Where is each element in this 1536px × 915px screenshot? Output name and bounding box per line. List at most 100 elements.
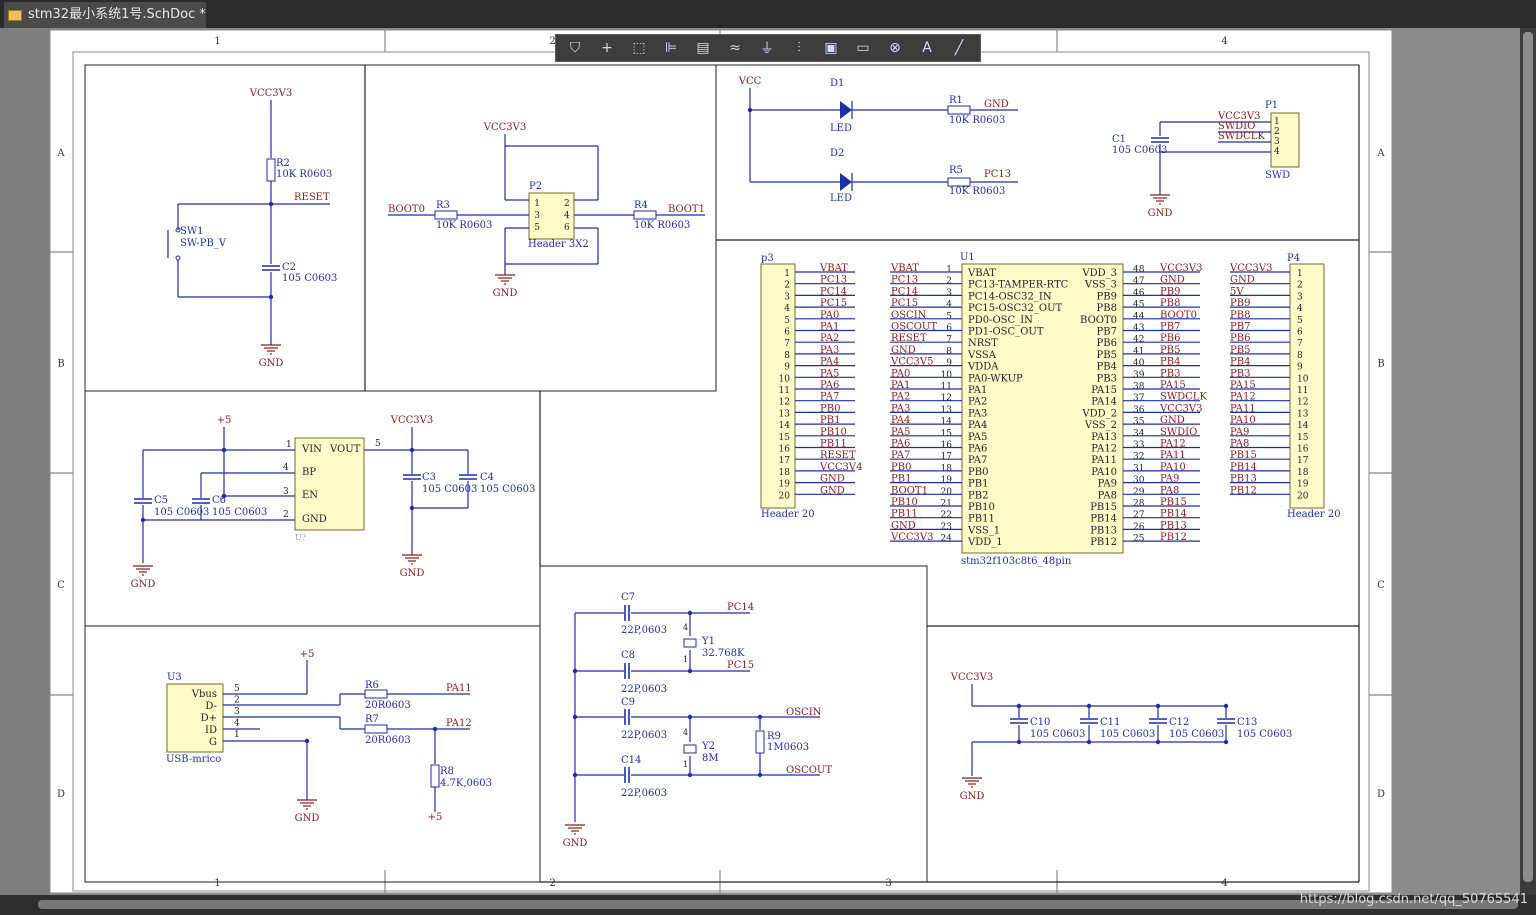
u1-right-pin: VDD_2 bbox=[1081, 408, 1117, 419]
p4-pin: 17 bbox=[1297, 456, 1309, 466]
usb-pin: Vbus bbox=[191, 689, 217, 700]
u1-right-pinnum: 35 bbox=[1133, 417, 1145, 427]
port-tool-button[interactable]: ▭ bbox=[848, 36, 878, 60]
u1-left-pinnum: 10 bbox=[941, 370, 953, 380]
u1-right-pinnum: 32 bbox=[1133, 452, 1144, 462]
u1-left-net: PA5 bbox=[891, 427, 910, 438]
filter-tool-icon: ⛉ bbox=[569, 40, 581, 56]
u1-right-net: PA12 bbox=[1160, 439, 1186, 450]
schematic-sheet[interactable]: 11223344AABBCCDDVCC3V3R210K R0603RESETSW… bbox=[49, 29, 1393, 894]
c6-ref: C6 bbox=[212, 495, 226, 506]
u1-left-net: PC13 bbox=[891, 275, 918, 286]
decoupling-cap-ref: C11 bbox=[1100, 717, 1120, 728]
u1-right-pinnum: 30 bbox=[1133, 476, 1145, 486]
c5-ref: C5 bbox=[154, 495, 168, 506]
p3-net: PC13 bbox=[820, 275, 847, 286]
p3-pin: 19 bbox=[779, 480, 791, 490]
tab-schdoc[interactable]: stm32最小系统1号.SchDoc * bbox=[4, 2, 206, 28]
add-tool-button[interactable]: + bbox=[592, 36, 622, 60]
p2-header bbox=[528, 192, 575, 240]
p3-pin: 14 bbox=[779, 421, 791, 431]
part-tool-button[interactable]: ▤ bbox=[688, 36, 718, 60]
u1-left-pin: PB10 bbox=[968, 502, 995, 513]
u1-left-net: OSCIN bbox=[891, 310, 927, 321]
p3-net: PA0 bbox=[820, 310, 839, 321]
usb-pin: G bbox=[209, 737, 217, 748]
vertical-scroll-thumb[interactable] bbox=[1523, 32, 1533, 882]
u1-left-pinnum: 6 bbox=[946, 324, 952, 334]
select-area-tool-button[interactable]: ⬚ bbox=[624, 36, 654, 60]
line-tool-icon: ╱ bbox=[954, 40, 964, 56]
frame-col-label: 4 bbox=[1221, 878, 1227, 889]
u1-right-pin: PA9 bbox=[1098, 479, 1117, 490]
d1-value: LED bbox=[830, 123, 852, 134]
pa11-net: PA11 bbox=[446, 683, 472, 694]
u1-left-pin: PD0-OSC_IN bbox=[968, 315, 1033, 326]
horizontal-scrollbar[interactable] bbox=[0, 895, 1536, 915]
r2-value: 10K R0603 bbox=[276, 169, 332, 180]
align-tool-button[interactable]: ⊫ bbox=[656, 36, 686, 60]
u3-ref: U3 bbox=[167, 672, 182, 683]
u1-right-pin: PB15 bbox=[1090, 502, 1117, 513]
frame-col-label: 2 bbox=[549, 36, 555, 47]
ldo-pinnum: 4 bbox=[283, 463, 289, 473]
pc15-net: PC15 bbox=[727, 660, 754, 671]
u1-left-pinnum: 16 bbox=[941, 441, 953, 451]
u1-left-pin: VDD_1 bbox=[967, 537, 1003, 548]
u1-right-net: PB15 bbox=[1160, 497, 1187, 508]
u1-right-net: GND bbox=[1160, 415, 1185, 426]
r6-ref: R6 bbox=[365, 680, 379, 691]
u1-left-net: PA0 bbox=[891, 368, 910, 379]
u3-value: USB-mrico bbox=[166, 754, 221, 765]
p4-net: 5V bbox=[1230, 286, 1244, 297]
u1-left-pin: VSS_1 bbox=[967, 525, 1000, 536]
junction bbox=[1223, 739, 1229, 745]
text-tool-button[interactable]: A bbox=[912, 36, 942, 60]
p4-pin: 5 bbox=[1297, 316, 1303, 326]
u1-right-pinnum: 27 bbox=[1133, 511, 1145, 521]
u1-left-pin: VDDA bbox=[967, 362, 999, 373]
watermark: https://blog.csdn.net/qq_50765541 bbox=[1299, 892, 1528, 907]
u1-right-pinnum: 36 bbox=[1133, 405, 1145, 415]
u1-right-net: GND bbox=[1160, 275, 1185, 286]
u1-left-pin: PB0 bbox=[968, 467, 988, 478]
p3-net: VCC3V4 bbox=[819, 462, 862, 473]
u1-ref: U1 bbox=[960, 252, 975, 263]
r4-ref: R4 bbox=[634, 200, 648, 211]
ldo-pinnum: 3 bbox=[283, 487, 289, 497]
u1-left-pinnum: 11 bbox=[941, 382, 952, 392]
p3-value: Header 20 bbox=[761, 509, 815, 520]
schematic-canvas[interactable]: 11223344AABBCCDDVCC3V3R210K R0603RESETSW… bbox=[49, 29, 1393, 894]
p3-pin: 18 bbox=[779, 468, 791, 478]
wire-tool-button[interactable]: ≈ bbox=[720, 36, 750, 60]
gnd-label: GND bbox=[563, 838, 588, 849]
usb-pin: ID bbox=[205, 725, 217, 736]
wire-tool-icon: ≈ bbox=[729, 40, 741, 56]
no-erc-tool-button[interactable]: ⊗ bbox=[880, 36, 910, 60]
vertical-scrollbar[interactable] bbox=[1520, 28, 1536, 895]
p4-net: PB13 bbox=[1230, 474, 1257, 485]
u1-left-pin: PA2 bbox=[968, 397, 987, 408]
led-d1 bbox=[840, 101, 852, 119]
sheet-symbol-tool-button[interactable]: ▣ bbox=[816, 36, 846, 60]
p4-net: PB14 bbox=[1230, 462, 1257, 473]
c9-value: 22P,0603 bbox=[621, 730, 667, 741]
line-tool-button[interactable]: ╱ bbox=[944, 36, 974, 60]
p1-pin: 1 bbox=[1274, 117, 1280, 127]
u1-right-net: VCC3V3 bbox=[1159, 263, 1202, 274]
bus-tool-button[interactable]: ⫶ bbox=[784, 36, 814, 60]
p4-net: PA12 bbox=[1230, 392, 1256, 403]
p3-net: PC14 bbox=[820, 286, 847, 297]
gnd-label: GND bbox=[960, 791, 985, 802]
filter-tool-button[interactable]: ⛉ bbox=[560, 36, 590, 60]
p1-pin: 3 bbox=[1274, 137, 1280, 147]
switch-contact bbox=[175, 227, 181, 233]
c6-value: 105 C0603 bbox=[212, 507, 267, 518]
u1-left-pinnum: 13 bbox=[941, 405, 953, 415]
ground-tool-button[interactable]: ⏚ bbox=[752, 36, 782, 60]
sw1-value: SW-PB_V bbox=[180, 238, 227, 249]
horizontal-scroll-thumb[interactable] bbox=[38, 900, 1518, 909]
gnd-label: GND bbox=[400, 568, 425, 579]
p2-pin: 4 bbox=[564, 211, 570, 221]
u1-right-net: PA11 bbox=[1160, 450, 1186, 461]
